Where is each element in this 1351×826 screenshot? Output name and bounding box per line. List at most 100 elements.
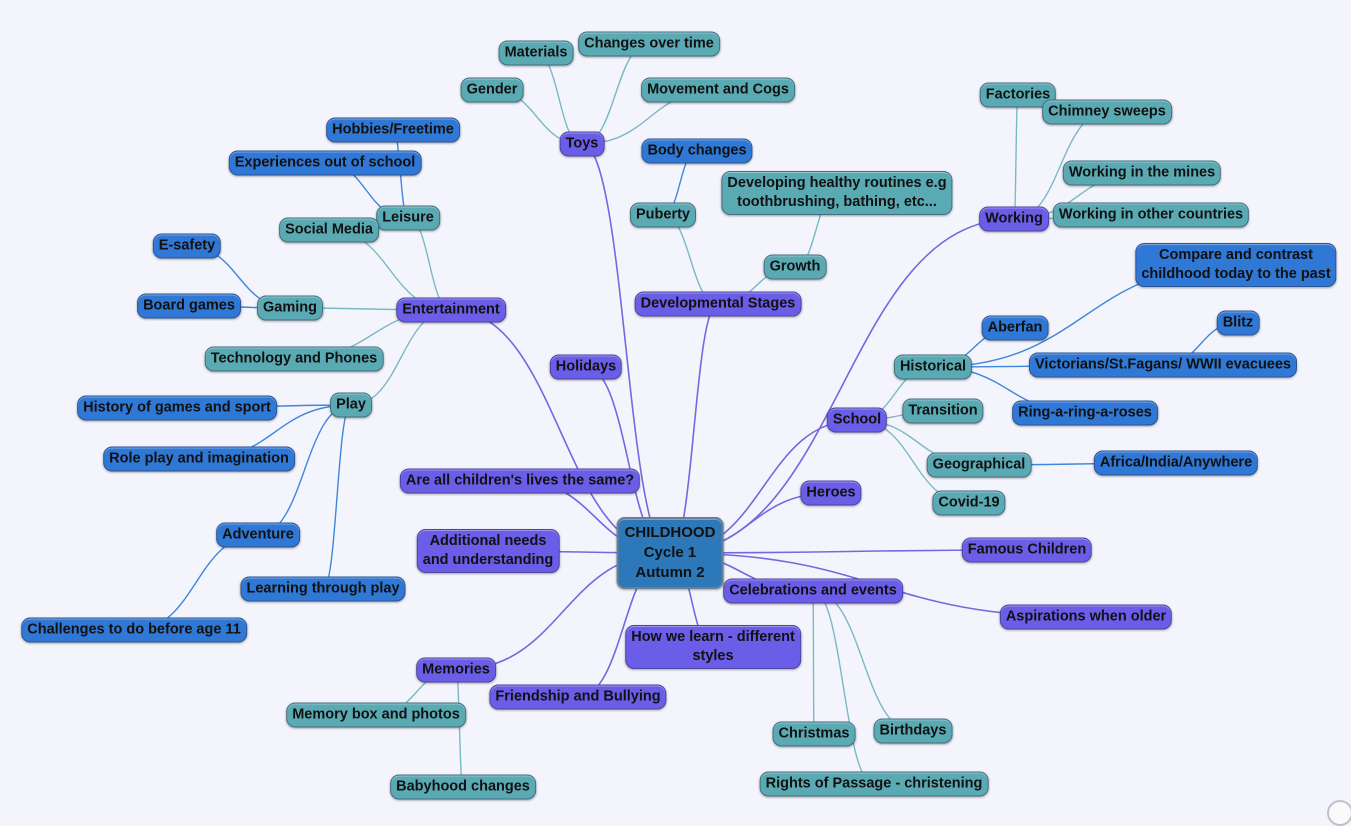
node-label: Memory box and photos <box>292 706 460 723</box>
node-memories[interactable]: Memories <box>416 657 496 683</box>
node-rites[interactable]: Rights of Passage - christening <box>759 771 989 797</box>
node-label: styles <box>692 648 734 664</box>
node-transition[interactable]: Transition <box>902 398 984 424</box>
node-entertainment[interactable]: Entertainment <box>396 297 506 323</box>
node-label: Ring-a-ring-a-roses <box>1018 404 1152 421</box>
node-othercountries[interactable]: Working in other countries <box>1052 202 1250 228</box>
node-socialmedia[interactable]: Social Media <box>279 217 379 243</box>
node-label: Working <box>985 210 1043 227</box>
node-changes[interactable]: Changes over time <box>578 31 720 57</box>
node-label: Growth <box>769 258 821 275</box>
node-puberty[interactable]: Puberty <box>630 202 696 228</box>
node-label: Heroes <box>806 484 856 501</box>
node-babyhood[interactable]: Babyhood changes <box>390 774 536 800</box>
node-aberfan[interactable]: Aberfan <box>981 315 1049 341</box>
zoom-control-icon[interactable] <box>1327 800 1351 826</box>
node-label: E-safety <box>158 237 216 254</box>
node-esafety[interactable]: E-safety <box>152 233 222 259</box>
node-roleplay[interactable]: Role play and imagination <box>103 446 295 472</box>
node-label: Movement and Cogs <box>647 81 789 98</box>
node-working[interactable]: Working <box>979 206 1049 232</box>
node-label: Developmental Stages <box>640 295 796 312</box>
node-growth[interactable]: Growth <box>763 254 827 280</box>
node-label: Learning through play <box>246 580 400 597</box>
node-label: Role play and imagination <box>109 450 289 467</box>
node-gaming[interactable]: Gaming <box>257 295 323 321</box>
node-holidays[interactable]: Holidays <box>549 354 623 380</box>
node-memorybox[interactable]: Memory box and photos <box>286 702 466 728</box>
node-label: Covid-19 <box>938 494 1000 511</box>
node-label: Celebrations and events <box>729 582 897 599</box>
node-label: Challenges to do before age 11 <box>27 621 241 638</box>
node-school[interactable]: School <box>826 407 888 433</box>
node-label: Famous Children <box>967 541 1087 558</box>
node-friendship[interactable]: Friendship and Bullying <box>489 684 667 710</box>
node-celebrations[interactable]: Celebrations and events <box>723 578 903 604</box>
node-christmas[interactable]: Christmas <box>772 721 856 747</box>
node-label: Gaming <box>263 299 317 316</box>
node-label: Gender <box>466 81 518 98</box>
link-toys-materials <box>535 52 583 145</box>
node-toys[interactable]: Toys <box>559 131 605 157</box>
node-play[interactable]: Play <box>330 392 372 418</box>
node-materials[interactable]: Materials <box>498 40 574 66</box>
link-working-factories <box>1013 94 1019 220</box>
node-experiences[interactable]: Experiences out of school <box>228 150 422 176</box>
node-label: Leisure <box>382 209 434 226</box>
node-label: Materials <box>504 44 568 61</box>
node-gender[interactable]: Gender <box>460 77 524 103</box>
node-victorians[interactable]: Victorians/St.Fagans/ WWII evacuees <box>1029 352 1297 378</box>
node-label: Are all children's lives the same? <box>405 472 635 489</box>
node-aspirations[interactable]: Aspirations when older <box>999 604 1173 630</box>
node-label: Factories <box>985 86 1051 103</box>
node-blitz[interactable]: Blitz <box>1216 310 1260 336</box>
node-label: Changes over time <box>584 35 714 52</box>
node-label: Africa/India/Anywhere <box>1099 454 1253 471</box>
node-historygames[interactable]: History of games and sport <box>77 395 277 421</box>
node-label: Autumn 2 <box>635 564 705 581</box>
node-challenges[interactable]: Challenges to do before age 11 <box>21 617 247 643</box>
link-toys-changes <box>581 43 650 145</box>
node-allchildren[interactable]: Are all children's lives the same? <box>399 468 641 494</box>
node-label: Rights of Passage - christening <box>765 775 983 792</box>
node-label: Body changes <box>647 142 747 159</box>
node-famous[interactable]: Famous Children <box>961 537 1093 563</box>
node-leisure[interactable]: Leisure <box>376 205 440 231</box>
node-label: Additional needs <box>429 533 547 549</box>
node-devstages[interactable]: Developmental Stages <box>634 291 802 317</box>
node-label: Christmas <box>778 725 850 742</box>
link-entertainment-leisure <box>407 217 452 311</box>
node-chimney[interactable]: Chimney sweeps <box>1042 99 1172 125</box>
node-label: Working in the mines <box>1068 164 1216 181</box>
node-hobbies[interactable]: Hobbies/Freetime <box>326 117 460 143</box>
node-bodychanges[interactable]: Body changes <box>641 138 753 164</box>
node-adventure[interactable]: Adventure <box>216 522 300 548</box>
node-label: Babyhood changes <box>396 778 530 795</box>
node-label: School <box>832 411 882 428</box>
node-birthdays[interactable]: Birthdays <box>873 718 953 744</box>
node-cogs[interactable]: Movement and Cogs <box>641 77 795 103</box>
link-memories-babyhood <box>455 669 464 788</box>
node-label: Historical <box>899 358 967 375</box>
node-geographical[interactable]: Geographical <box>926 452 1032 478</box>
node-label: Holidays <box>555 358 617 375</box>
node-learningplay[interactable]: Learning through play <box>240 576 406 602</box>
link-celebrations-rites <box>812 590 875 785</box>
node-label: Board games <box>143 297 235 314</box>
node-mines[interactable]: Working in the mines <box>1062 160 1222 186</box>
node-label: Compare and contrast <box>1159 247 1313 263</box>
node-heroes[interactable]: Heroes <box>800 480 862 506</box>
node-historical[interactable]: Historical <box>893 354 973 380</box>
node-techphones[interactable]: Technology and Phones <box>204 346 384 372</box>
node-ringroses[interactable]: Ring-a-ring-a-roses <box>1012 400 1158 426</box>
node-africa[interactable]: Africa/India/Anywhere <box>1093 450 1259 476</box>
node-boardgames[interactable]: Board games <box>137 293 241 319</box>
link-celebrations-christmas <box>812 590 815 735</box>
node-covid[interactable]: Covid-19 <box>932 490 1006 516</box>
